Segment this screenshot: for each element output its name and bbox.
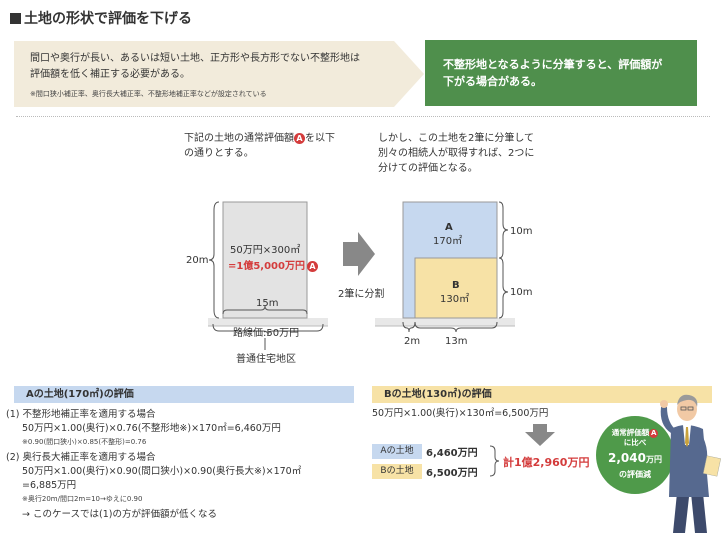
w-right-bracket — [414, 321, 498, 333]
section-b-calc: 50万円×1.00(奥行)×130㎡=6,500万円 — [372, 408, 549, 419]
a-depth-label: 10m — [510, 226, 533, 237]
section-a-conclusion: → このケースでは(1)の方が評価額が低くなる — [22, 509, 217, 520]
w-left-label: 2m — [404, 336, 421, 347]
section-a-item2-result: =6,885万円 — [22, 480, 77, 491]
width-bracket — [222, 305, 308, 315]
divider — [16, 116, 710, 117]
businessman-illustration — [660, 394, 722, 533]
value-parcel-b: 6,500万円 — [426, 468, 478, 479]
section-b-heading: Bの土地(130㎡)の評価 — [372, 386, 712, 403]
conclusion-box: 不整形地となるように分筆すると、評価額が 下がる場合がある。 — [425, 40, 697, 106]
arrow-label: 2筆に分割 — [338, 289, 385, 300]
section-a-item2-note: ※奥行20m/間口2m=10→ゆえに0.90 — [22, 495, 143, 503]
parcel-a-area: 170㎡ — [433, 236, 463, 247]
mark-a-icon: A — [306, 261, 318, 272]
mark-a-icon: A — [294, 133, 305, 144]
intro-box: 間口や奥行が長い、あるいは短い土地、正方形や長方形でない不整形地は 評価額を低く… — [14, 41, 394, 107]
parcel-a-name: A — [445, 222, 453, 233]
sum-bracket — [489, 445, 500, 477]
section-a-item1-calc: 50万円×1.00(奥行)×0.76(不整形地※)×170㎡=6,460万円 — [22, 423, 281, 434]
a-depth-bracket — [498, 201, 509, 259]
total-value: 計1億2,960万円 — [503, 456, 590, 469]
intro-note: ※間口狭小補正率、奥行長大補正率、不整形地補正率などが設定されている — [30, 90, 267, 98]
section-a-item1-title: (1) 不整形地補正率を適用する場合 — [6, 409, 156, 420]
square-bullet-icon — [10, 13, 21, 24]
width-label: 15m — [256, 298, 279, 309]
calc-label-1: 50万円×300㎡ — [230, 245, 301, 256]
road-band-left — [208, 318, 328, 326]
intro-text: 間口や奥行が長い、あるいは短い土地、正方形や長方形でない不整形地は 評価額を低く… — [30, 53, 360, 80]
road-price-label: 路線価:50万円 — [233, 328, 300, 339]
road-bracket — [212, 323, 324, 336]
parcel-b-area: 130㎡ — [440, 294, 470, 305]
parcel-b-name: B — [452, 280, 460, 291]
section-a-item2-title: (2) 奥行長大補正率を適用する場合 — [6, 452, 156, 463]
b-depth-bracket — [498, 257, 509, 319]
depth-bracket — [208, 201, 220, 319]
road-band-right — [375, 318, 515, 326]
w-right-label: 13m — [445, 336, 468, 347]
land-division-diagram — [208, 201, 515, 350]
w-left-bracket — [402, 321, 416, 333]
parcel-b — [414, 257, 498, 319]
depth-label: 20m — [186, 255, 209, 266]
chevron-arrow-icon — [394, 41, 424, 107]
original-land — [222, 201, 308, 319]
page-title: 土地の形状で評価を下げる — [10, 8, 192, 28]
section-a-heading: Aの土地(170㎡)の評価 — [14, 386, 354, 403]
label-parcel-a: Aの土地 — [372, 444, 422, 459]
divide-arrow-icon — [343, 232, 375, 276]
zone-label: 普通住宅地区 — [236, 354, 296, 365]
right-caption: しかし、この土地を2筆に分筆して 別々の相続人が取得すれば、2つに 分けての評価… — [378, 133, 535, 174]
value-parcel-a: 6,460万円 — [426, 448, 478, 459]
conclusion-text: 不整形地となるように分筆すると、評価額が 下がる場合がある。 — [443, 58, 663, 88]
down-arrow-icon — [525, 424, 555, 446]
b-depth-label: 10m — [510, 287, 533, 298]
mark-a-icon: A — [649, 429, 659, 438]
label-parcel-b: Bの土地 — [372, 464, 422, 479]
badge-amount: 2,040万円 — [608, 451, 662, 465]
section-a-item1-note: ※0.90(間口狭小)×0.85(不整形)=0.76 — [22, 438, 147, 446]
section-a-item2-calc: 50万円×1.00(奥行)×0.90(間口狭小)×0.90(奥行長大※)×170… — [22, 466, 302, 477]
